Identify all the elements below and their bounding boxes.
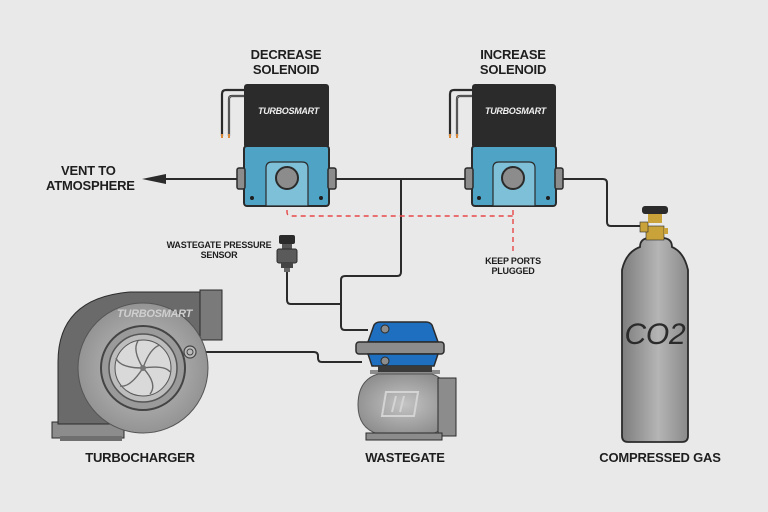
turbocharger-icon [51,289,223,441]
wastegate-pressure-sensor-icon [276,235,298,272]
increase-solenoid-label: INCREASE SOLENOID [479,47,547,77]
co2-tank-icon [621,206,689,443]
solenoid-port [275,166,299,190]
wastegate-icon [355,321,457,441]
wastegate-label: WASTEGATE [365,450,445,465]
vacuum-lines [160,178,640,363]
solenoid-wires [220,88,244,136]
increase-solenoid [448,84,564,207]
turbocharger-label: TURBOCHARGER [85,450,195,465]
decrease-solenoid-label: DECREASE SOLENOID [250,47,322,77]
decrease-solenoid [220,84,337,207]
compressor-wheel-icon [115,340,171,395]
wastegate-feed-line [340,179,402,331]
solenoid-side-port-right [327,167,337,190]
solenoid-coil-housing [244,84,329,148]
tank-valve-knob [642,206,668,214]
compressed-gas-label: COMPRESSED GAS [599,450,721,465]
keep-ports-plugged-label: KEEP PORTS PLUGGED [485,256,541,277]
turbosmart-logo-icon [380,391,420,417]
turbo-to-wastegate-line [205,351,362,363]
vent-arrow-icon [142,174,166,184]
decrease-solenoid-brand: TURBOSMART [258,106,319,116]
wastegate-actuator-cap [366,321,440,343]
co2-supply-line [563,178,640,227]
turbocharger-brand: TURBOSMART [117,308,193,320]
solenoid-side-port-left [236,167,246,190]
co2-label: CO2 [624,318,686,351]
increase-solenoid-brand: TURBOSMART [485,106,546,116]
sensor-line [286,271,341,305]
vent-to-atmosphere-label: VENT TO ATMOSPHERE [46,163,135,193]
wastegate-pressure-sensor-label: WASTEGATE PRESSURE SENSOR [166,240,272,261]
